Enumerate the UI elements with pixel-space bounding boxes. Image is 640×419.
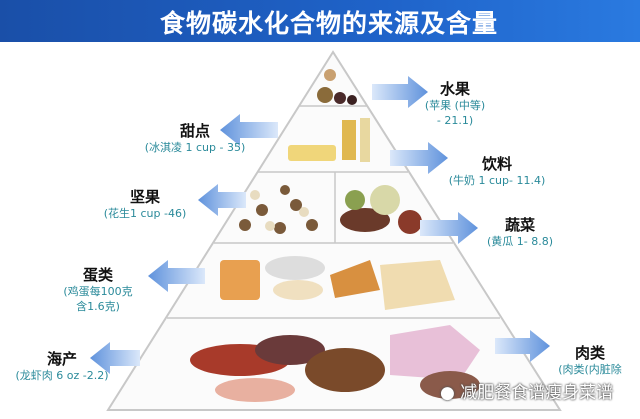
arrow-right-vegetable [420, 212, 478, 244]
category-name: 海产 [46, 350, 78, 368]
category-name: 水果 [439, 80, 470, 98]
label-dessert: 甜点(冰淇凌 1 cup - 35) [145, 122, 246, 155]
label-seafood: 海产(龙虾肉 6 oz -2.2) [15, 350, 108, 383]
watermark-text: 减肥餐食谱瘦身菜谱 [460, 383, 614, 403]
page-title: 食物碳水化合物的来源及含量 [160, 9, 499, 38]
category-detail: (肉类(内脏除 [558, 363, 622, 376]
label-drink: 饮料(牛奶 1 cup- 11.4) [449, 155, 546, 188]
label-nuts: 坚果(花生1 cup -46) [104, 188, 187, 221]
arrow-left-dessert [220, 114, 278, 146]
label-vegetable: 蔬菜(黄瓜 1- 8.8) [487, 216, 553, 249]
category-name: 蔬菜 [504, 216, 536, 234]
category-name: 坚果 [129, 188, 161, 206]
category-name: 肉类 [574, 344, 605, 362]
category-detail: (苹果 (中等) [424, 99, 486, 112]
label-fruit: 水果(苹果 (中等) - 21.1) [425, 80, 485, 128]
category-detail: (花生1 cup -46) [103, 207, 187, 220]
category-name: 蛋类 [82, 266, 114, 284]
header-banner: 食物碳水化合物的来源及含量 [0, 0, 640, 42]
watermark: ● 减肥餐食谱瘦身菜谱 [440, 378, 613, 403]
category-detail: - 21.1) [436, 114, 474, 127]
category-detail: 含1.6克) [76, 300, 120, 313]
arrow-left-nuts [198, 184, 246, 216]
arrow-right-drink [390, 142, 448, 174]
category-name: 饮料 [481, 155, 513, 173]
arrow-left-egg [148, 260, 205, 292]
tier-lines [167, 105, 500, 319]
category-detail: (鸡蛋每100克 [63, 285, 133, 298]
arrow-right-fruit [372, 76, 428, 108]
category-detail: (冰淇凌 1 cup - 35) [144, 141, 246, 154]
arrow-left-seafood [90, 342, 140, 374]
category-detail: (黄瓜 1- 8.8) [486, 235, 554, 248]
label-meat: 肉类(肉类(内脏除 [558, 344, 622, 377]
label-egg: 蛋类(鸡蛋每100克含1.6克) [63, 266, 132, 314]
category-name: 甜点 [179, 122, 211, 140]
category-detail: (龙虾肉 6 oz -2.2) [15, 369, 109, 382]
category-detail: (牛奶 1 cup- 11.4) [448, 174, 546, 187]
arrows [90, 76, 550, 374]
arrow-right-meat [495, 330, 550, 362]
wechat-icon: ● [440, 383, 455, 403]
food-illustrations [190, 69, 480, 402]
